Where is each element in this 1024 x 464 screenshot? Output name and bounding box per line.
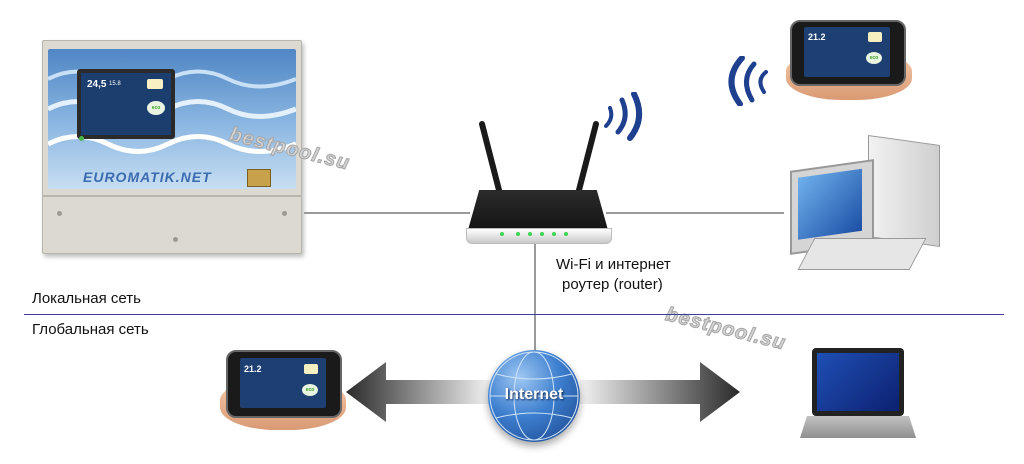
status-led — [79, 136, 84, 141]
smartphone-top: 21.2 eco — [790, 20, 906, 86]
watermark: bestpool.su — [663, 303, 789, 355]
pc-keyboard — [797, 238, 927, 270]
sun-icon — [868, 32, 882, 42]
router-led — [564, 232, 568, 236]
phone-value: 21.2 — [244, 364, 262, 374]
sun-icon — [147, 79, 163, 89]
laptop — [812, 348, 904, 416]
brand-label: EUROMATIK.NET — [83, 169, 212, 185]
local-network-label: Локальная сеть — [32, 290, 141, 307]
global-network-label: Глобальная сеть — [32, 321, 149, 338]
wifi-signal-icon — [604, 92, 643, 141]
pc-tower — [868, 134, 940, 248]
wifi-router — [468, 190, 608, 230]
control-unit-display: 24,5 15.8 eco — [77, 69, 175, 139]
wifi-signal-icon — [728, 56, 768, 106]
screw-icon — [57, 211, 62, 216]
enclosure-seam — [43, 195, 301, 197]
arrow-right-icon — [580, 362, 740, 422]
network-divider — [24, 314, 1004, 315]
internet-globe-icon — [488, 350, 580, 442]
router-led — [540, 232, 544, 236]
lan-link-left — [304, 212, 470, 214]
pool-control-unit: 24,5 15.8 eco EUROMATIK.NET — [42, 40, 302, 254]
laptop-keyboard — [800, 416, 916, 438]
router-led — [500, 232, 504, 236]
eco-icon: eco — [866, 52, 882, 64]
router-led — [516, 232, 520, 236]
screw-icon — [173, 237, 178, 242]
router-sublabel: роутер (router) — [562, 276, 663, 293]
lan-link-right — [606, 212, 784, 214]
screw-icon — [282, 211, 287, 216]
phone-value: 21.2 — [808, 32, 826, 42]
router-antennas — [479, 121, 599, 197]
manufacturer-logo — [247, 169, 271, 187]
display-value: 24,5 — [87, 79, 107, 90]
router-led — [552, 232, 556, 236]
router-led — [528, 232, 532, 236]
router-front-panel — [466, 228, 612, 244]
arrow-left-icon — [346, 362, 490, 422]
eco-icon: eco — [147, 101, 165, 115]
wan-link — [534, 244, 536, 352]
display-subvalue: 15.8 — [109, 81, 121, 87]
router-label: Wi-Fi и интернет — [556, 256, 671, 273]
internet-label: Internet — [504, 386, 564, 403]
sun-icon — [304, 364, 318, 374]
eco-icon: eco — [302, 384, 318, 396]
smartphone-bottom: 21.2 eco — [226, 350, 342, 418]
